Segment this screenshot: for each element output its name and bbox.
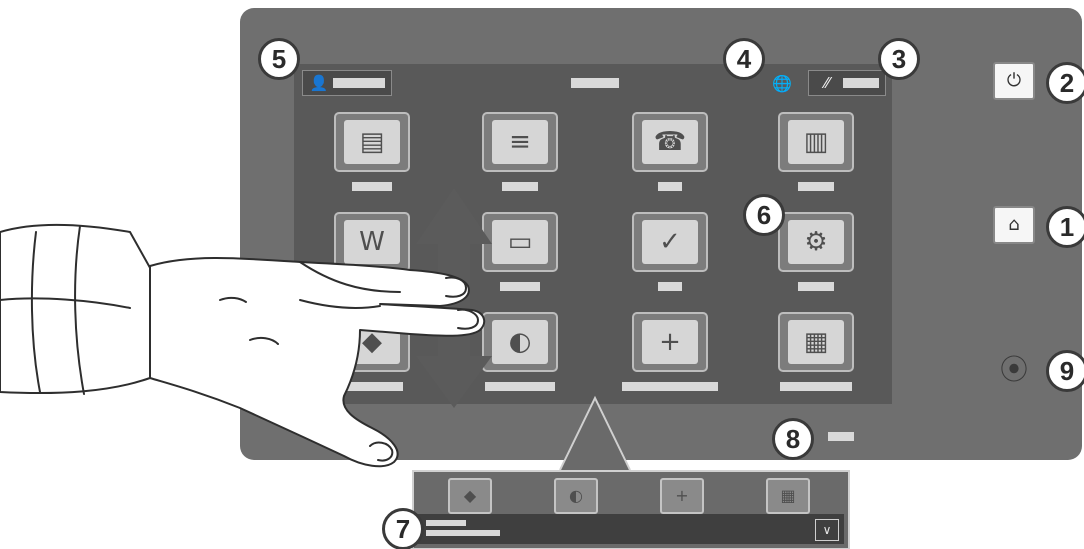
add-app-label-placeholder — [622, 382, 718, 391]
jobs-app-label-placeholder — [658, 282, 682, 291]
app-description-placeholder-2 — [426, 530, 500, 536]
voice-app-label-placeholder — [485, 382, 555, 391]
expand-chevron-icon[interactable]: ∨ — [815, 519, 839, 541]
scroll-arrow-shaft — [438, 240, 470, 360]
reset-button[interactable]: ⁄⁄ — [808, 70, 886, 96]
zoom-contacts-app-icon[interactable]: ◐ — [554, 478, 598, 514]
contacts-app-icon: ◆ — [336, 314, 408, 370]
nfc-icon: ⦿ — [998, 354, 1030, 386]
fax-app-label-placeholder — [658, 182, 682, 191]
zoom-id-card-app-icon[interactable]: ▦ — [766, 478, 810, 514]
device-settings-app-icon: ⚙ — [780, 214, 852, 270]
zoom-add-app-icon[interactable]: + — [660, 478, 704, 514]
reset-icon: ⁄⁄ — [815, 73, 839, 93]
copy-app[interactable]: ▤ — [334, 112, 410, 172]
voice-app[interactable]: ◐ — [482, 312, 558, 372]
contacts-app-label-placeholder — [341, 382, 403, 391]
id-card-app-label-placeholder — [780, 382, 852, 391]
login-label-placeholder — [333, 78, 385, 88]
notification-indicator[interactable] — [828, 432, 854, 441]
contacts-app[interactable]: ◆ — [334, 312, 410, 372]
id-card-copy-app-icon: ▥ — [780, 114, 852, 170]
zoom-voice-app-icon[interactable]: ◆ — [448, 478, 492, 514]
scroll-up-arrow — [416, 188, 492, 244]
reset-label-placeholder — [843, 78, 879, 88]
scan-app-label-placeholder — [502, 182, 538, 191]
id-card-copy-app-label-placeholder — [798, 182, 834, 191]
id-card-app[interactable]: ▦ — [778, 312, 854, 372]
callout-4: 4 — [723, 38, 765, 80]
id-card-copy-app[interactable]: ▥ — [778, 112, 854, 172]
jobs-app-icon: ✓ — [634, 214, 706, 270]
fax-app-icon: ☎ — [634, 114, 706, 170]
add-app[interactable]: + — [632, 312, 708, 372]
callout-6: 6 — [743, 194, 785, 236]
callout-8: 8 — [772, 418, 814, 460]
print-app[interactable]: ▭ — [482, 212, 558, 272]
home-button[interactable]: ⌂ — [993, 206, 1035, 244]
power-icon: ⏻ — [1007, 70, 1021, 91]
user-icon: 👤 — [309, 73, 329, 93]
app-description-bar[interactable] — [414, 514, 844, 544]
voice-app-icon: ◐ — [484, 314, 556, 370]
callout-9: 9 — [1046, 350, 1084, 392]
workflow-app[interactable]: W — [334, 212, 410, 272]
print-app-label-placeholder — [500, 282, 540, 291]
scroll-down-arrow — [416, 356, 492, 408]
copy-app-icon: ▤ — [336, 114, 408, 170]
callout-2: 2 — [1046, 62, 1084, 104]
fax-app[interactable]: ☎ — [632, 112, 708, 172]
id-card-app-icon: ▦ — [780, 314, 852, 370]
copy-app-label-placeholder — [352, 182, 392, 191]
scan-app[interactable]: ≡ — [482, 112, 558, 172]
power-button[interactable]: ⏻ — [993, 62, 1035, 100]
callout-1: 1 — [1046, 206, 1084, 248]
callout-3: 3 — [878, 38, 920, 80]
callout-7: 7 — [382, 508, 424, 549]
workflow-app-icon: W — [336, 214, 408, 270]
language-icon[interactable]: 🌐 — [770, 74, 794, 94]
scan-app-icon: ≡ — [484, 114, 556, 170]
login-button[interactable]: 👤 — [302, 70, 392, 96]
device-settings-app-label-placeholder — [798, 282, 834, 291]
jobs-app[interactable]: ✓ — [632, 212, 708, 272]
add-app-icon: + — [634, 314, 706, 370]
home-icon: ⌂ — [1008, 214, 1019, 235]
screen-title-placeholder — [571, 78, 619, 88]
app-description-placeholder-1 — [426, 520, 466, 526]
print-app-icon: ▭ — [484, 214, 556, 270]
callout-5: 5 — [258, 38, 300, 80]
device-settings-app[interactable]: ⚙ — [778, 212, 854, 272]
